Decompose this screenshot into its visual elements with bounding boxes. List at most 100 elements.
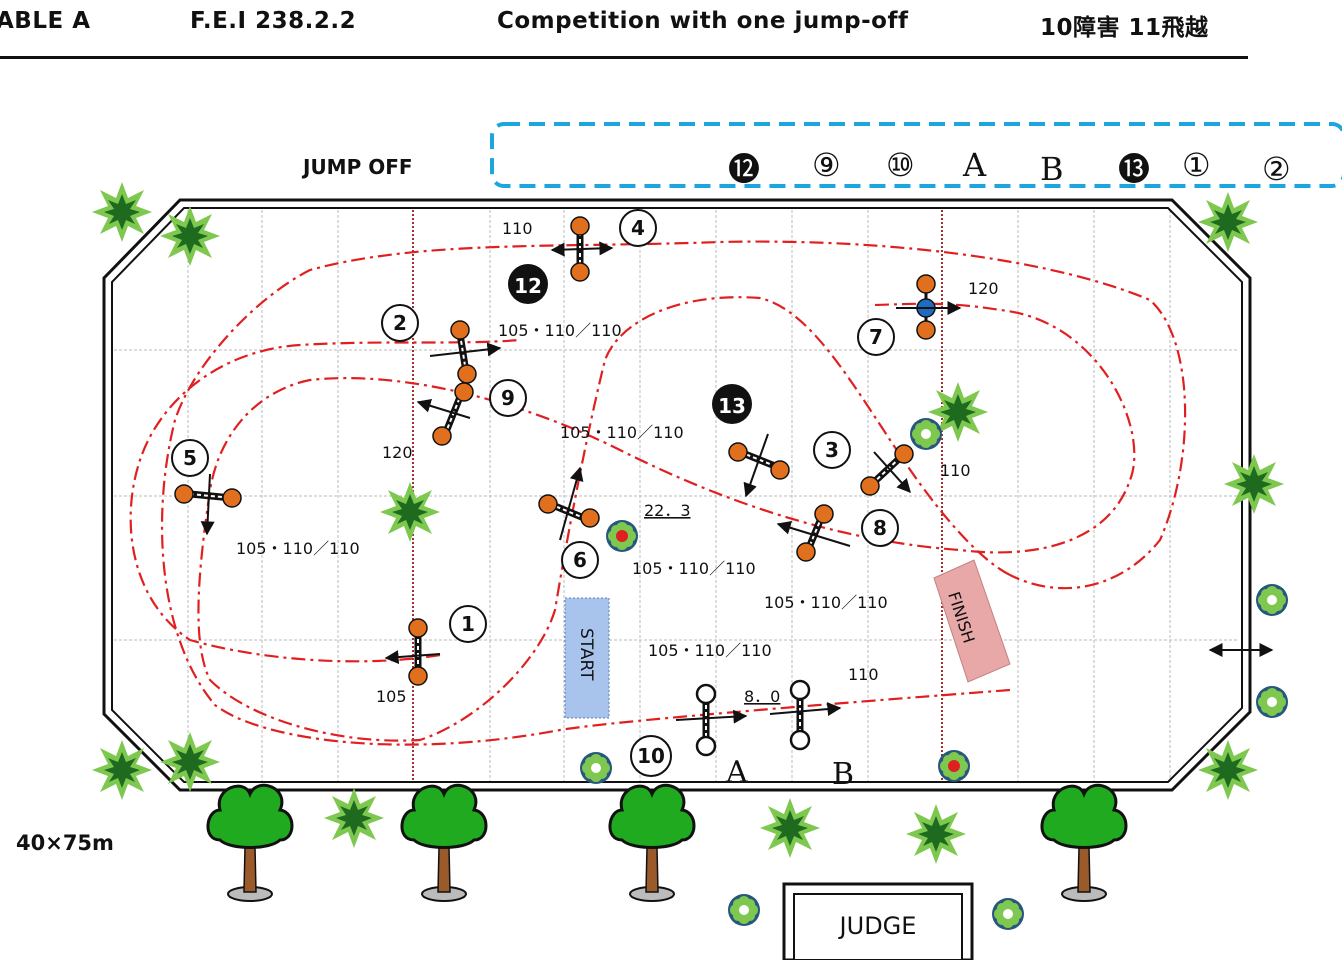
flower-icon <box>910 418 942 450</box>
arena-fence-outer <box>102 198 1252 792</box>
distance-22-3: 22．3 <box>644 501 691 520</box>
obstacle-1 <box>384 618 441 686</box>
svg-text:8: 8 <box>873 516 887 540</box>
finish-marker: FINISH <box>933 559 1011 683</box>
bush-icon <box>906 804 966 864</box>
jump-off-seq-6: ⓭ <box>1118 150 1150 188</box>
flower-icon <box>728 894 760 926</box>
competition-label: Competition with one jump-off <box>497 8 909 34</box>
bush-icon <box>1224 454 1284 514</box>
heights: 105 105・110／110 110 110 105・110／110 105・… <box>236 219 999 706</box>
svg-text:1: 1 <box>461 612 475 636</box>
obstacle-10a <box>675 683 748 757</box>
tree-icon <box>608 783 696 903</box>
header-rule <box>0 56 1248 59</box>
judge-box: JUDGE <box>782 882 974 960</box>
grid <box>114 210 1238 782</box>
obstacle-10b-label: B <box>832 757 854 792</box>
jump-off-box <box>490 122 1342 188</box>
obstacle-number-3: 3 <box>813 431 851 469</box>
obstacle-9 <box>416 382 474 446</box>
height-3: 110 <box>940 461 971 480</box>
obstacle-numbers: 1 2 3 4 5 6 7 8 9 10 12 13 A B <box>171 209 899 792</box>
jump-off-seq-2: ⑨ <box>812 146 841 184</box>
svg-text:5: 5 <box>183 446 197 470</box>
obstacle-number-6: 6 <box>561 541 599 579</box>
bush-icon <box>160 732 220 792</box>
height-7: 120 <box>968 279 999 298</box>
bush-icon <box>92 740 152 800</box>
svg-text:6: 6 <box>573 548 587 572</box>
bush-icon <box>324 788 384 848</box>
obstacle-number-4: 4 <box>619 209 657 247</box>
height-9: 120 <box>382 443 413 462</box>
jump-off-label: JUMP OFF <box>301 155 413 179</box>
height-10a: 105・110／110 <box>648 641 772 660</box>
judge-label: JUDGE <box>838 912 917 940</box>
tree-icon <box>400 783 488 903</box>
svg-text:10: 10 <box>637 744 665 768</box>
obstacle-number-1: 1 <box>449 605 487 643</box>
arena-size-label: 40×75m <box>16 831 114 855</box>
table-label: ABLE A <box>0 8 91 34</box>
svg-text:13: 13 <box>718 394 746 418</box>
height-1: 105 <box>376 687 407 706</box>
svg-text:12: 12 <box>514 274 542 298</box>
jump-off-panel: JUMP OFF ⓬ ⑨ ⑩ A B ⓭ ① ② <box>301 122 1342 188</box>
tree-icon <box>1040 783 1128 903</box>
svg-text:7: 7 <box>869 325 883 349</box>
height-5: 105・110／110 <box>236 539 360 558</box>
obstacle-10a-label: A <box>725 755 748 790</box>
flower-icon <box>1256 686 1288 718</box>
obstacle-number-10: 10 <box>630 735 672 777</box>
flower-icon <box>580 752 612 784</box>
height-13: 105・110／110 <box>560 423 684 442</box>
tree-icon <box>206 783 294 903</box>
arena <box>102 198 1252 792</box>
obstacle-number-2: 2 <box>381 304 419 342</box>
arena-fence-inner <box>111 207 1243 783</box>
jump-off-seq-4: A <box>962 146 987 184</box>
jump-off-seq-7: ① <box>1182 146 1211 184</box>
obstacle-number-8: 8 <box>861 509 899 547</box>
rule-label: F.E.I 238.2.2 <box>190 8 357 34</box>
course-route <box>129 240 1187 746</box>
height-2: 105・110／110 <box>498 321 622 340</box>
bush-icon <box>380 482 440 542</box>
start-marker: START <box>564 597 610 719</box>
obstacle-number-13: 13 <box>712 384 752 424</box>
trees <box>206 783 1128 903</box>
obstacle-number-12: 12 <box>508 264 548 304</box>
svg-text:4: 4 <box>631 216 645 240</box>
obstacle-number-7: 7 <box>857 318 895 356</box>
bush-icon <box>1198 192 1258 252</box>
flower-icon <box>992 898 1024 930</box>
obstacle-6 <box>538 466 600 541</box>
height-8: 105・110／110 <box>764 593 888 612</box>
obstacle-count-label: 10障害 11飛越 <box>1040 15 1209 41</box>
obstacle-number-5: 5 <box>171 439 209 477</box>
height-6: 105・110／110 <box>632 559 756 578</box>
bush-icon <box>760 798 820 858</box>
jump-off-seq-3: ⑩ <box>886 146 915 184</box>
start-label: START <box>576 628 596 681</box>
svg-text:3: 3 <box>825 438 839 462</box>
jump-off-seq-5: B <box>1040 150 1064 188</box>
obstacle-13 <box>728 433 790 498</box>
svg-text:2: 2 <box>393 311 407 335</box>
height-10b: 110 <box>848 665 879 684</box>
obstacle-number-9: 9 <box>489 379 527 417</box>
bush-icon <box>1198 740 1258 800</box>
obstacle-10b <box>769 679 842 751</box>
svg-text:9: 9 <box>501 386 515 410</box>
flower-icon <box>1256 584 1288 616</box>
jump-off-seq-1: ⓬ <box>728 150 760 188</box>
distance-8-0: 8．0 <box>744 687 780 706</box>
obstacle-5 <box>174 473 242 536</box>
obstacle-3 <box>860 444 914 496</box>
flower-icon <box>606 520 638 552</box>
bush-icon <box>160 206 220 266</box>
obstacle-4 <box>550 216 614 282</box>
obstacle-7 <box>896 274 962 340</box>
